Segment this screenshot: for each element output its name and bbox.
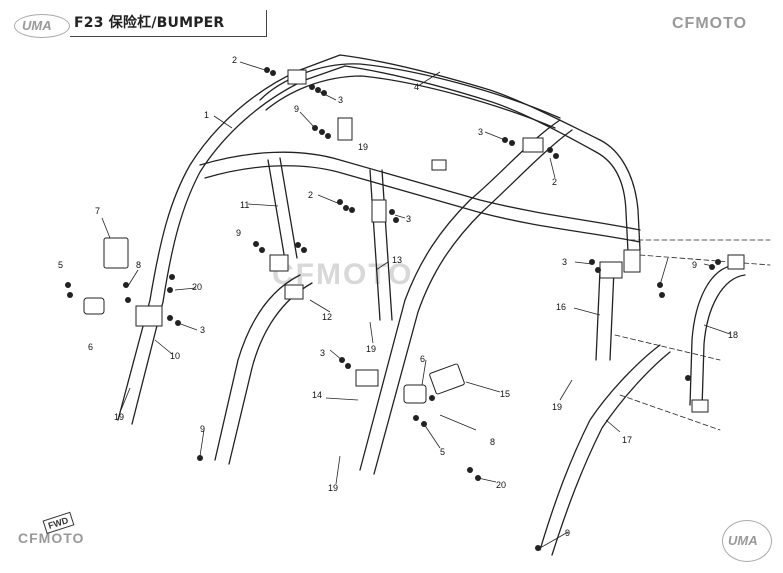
callout-8: 8 <box>490 437 495 447</box>
logo-text: UMA <box>728 533 758 548</box>
logo-text: UMA <box>22 18 52 33</box>
callout-18: 18 <box>728 330 738 340</box>
callout-9: 9 <box>565 528 570 538</box>
callout-5: 5 <box>58 260 63 270</box>
callout-20: 20 <box>496 480 506 490</box>
logo-ring <box>722 520 772 562</box>
roll-cage-tubes <box>117 54 771 556</box>
cfmoto-logo-top-right: CFMOTO <box>672 15 748 32</box>
callout-2: 2 <box>308 190 313 200</box>
callout-3: 3 <box>320 348 325 358</box>
uma-logo-bottom-right: UMA <box>722 520 772 562</box>
logo-ring <box>14 14 70 38</box>
callout-3: 3 <box>406 214 411 224</box>
callout-10: 10 <box>170 351 180 361</box>
callout-6: 6 <box>88 342 93 352</box>
callout-5: 5 <box>440 447 445 457</box>
callout-12: 12 <box>322 312 332 322</box>
uma-logo-top-left: UMA <box>14 14 72 38</box>
callout-9: 9 <box>692 260 697 270</box>
callout-numbers: 1 2 2 2 3 3 3 3 3 3 4 5 5 6 6 7 8 8 9 9 … <box>58 55 738 538</box>
callout-2: 2 <box>232 55 237 65</box>
callout-4: 4 <box>414 82 419 92</box>
callout-19: 19 <box>114 412 124 422</box>
callout-19: 19 <box>552 402 562 412</box>
fastener-bolts <box>65 67 721 551</box>
mirrors-and-brackets <box>83 69 745 413</box>
title-frame <box>70 10 267 37</box>
callout-20: 20 <box>192 282 202 292</box>
page-title: F23 保险杠/BUMPER <box>74 15 225 31</box>
callout-14: 14 <box>312 390 322 400</box>
callout-16: 16 <box>556 302 566 312</box>
callout-7: 7 <box>95 206 100 216</box>
cfmoto-logo-bottom-left: CFMOTO <box>18 530 85 546</box>
callout-1: 1 <box>204 110 209 120</box>
callout-3: 3 <box>562 257 567 267</box>
callout-9: 9 <box>236 228 241 238</box>
callout-9: 9 <box>200 424 205 434</box>
callout-3: 3 <box>478 127 483 137</box>
callout-3: 3 <box>200 325 205 335</box>
callout-3: 3 <box>338 95 343 105</box>
callout-19: 19 <box>358 142 368 152</box>
callout-15: 15 <box>500 389 510 399</box>
callout-9: 9 <box>294 104 299 114</box>
callout-6: 6 <box>420 354 425 364</box>
callout-19: 19 <box>328 483 338 493</box>
callout-11: 11 <box>240 200 249 210</box>
callout-8: 8 <box>136 260 141 270</box>
leader-lines <box>101 61 731 549</box>
callout-2: 2 <box>552 177 557 187</box>
callout-13: 13 <box>392 255 402 265</box>
callout-19: 19 <box>366 344 376 354</box>
callout-17: 17 <box>622 435 632 445</box>
